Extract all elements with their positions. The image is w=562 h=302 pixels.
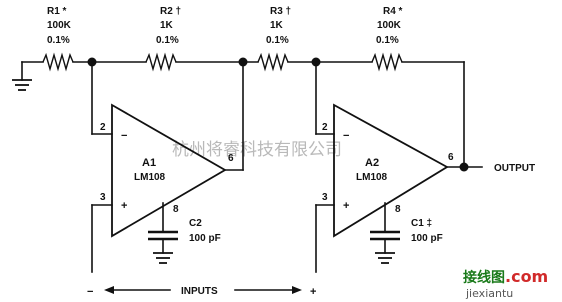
c2-value: 100 pF xyxy=(189,233,221,244)
c2-ref: C2 xyxy=(189,218,202,229)
input-plus-sign: + xyxy=(310,286,316,298)
r2-ref: R2 † xyxy=(160,6,181,17)
junction-output xyxy=(459,162,469,172)
r2-value: 1K xyxy=(160,20,174,31)
a2-sign-inverting: − xyxy=(343,130,349,142)
resistor-r1 xyxy=(42,52,74,72)
resistor-r2 xyxy=(145,52,177,72)
capacitor-c2 xyxy=(148,202,178,254)
a2-pin-comp: 8 xyxy=(395,204,401,215)
r3-ref: R3 † xyxy=(270,6,291,17)
inputs-label: INPUTS xyxy=(181,286,218,297)
a2-pin-output: 6 xyxy=(448,152,454,163)
resistor-r3 xyxy=(257,52,289,72)
a1-part: LM108 xyxy=(134,172,166,183)
r4-tolerance: 0.1% xyxy=(376,35,399,46)
inputs-arrow xyxy=(104,286,302,294)
r3-value: 1K xyxy=(270,20,284,31)
opamp-a2 xyxy=(333,103,449,238)
c1-value: 100 pF xyxy=(411,233,443,244)
a1-sign-inverting: − xyxy=(121,130,127,142)
input-minus-sign: − xyxy=(87,286,93,298)
a2-ref: A2 xyxy=(365,157,379,169)
r1-tolerance: 0.1% xyxy=(47,35,70,46)
r2-tolerance: 0.1% xyxy=(156,35,179,46)
opamp-a1 xyxy=(111,103,227,238)
a2-pin-noninverting: 3 xyxy=(322,192,328,203)
watermark-corner-cn: 接线图 xyxy=(463,269,505,286)
r1-ref: R1 * xyxy=(47,6,67,17)
a2-sign-noninverting: + xyxy=(343,200,349,212)
r3-tolerance: 0.1% xyxy=(266,35,289,46)
a1-ref: A1 xyxy=(142,157,156,169)
watermark-center: 杭州将睿科技有限公司 xyxy=(172,140,342,160)
ground-left xyxy=(12,61,44,91)
a2-pin-inverting: 2 xyxy=(322,122,328,133)
output-label: OUTPUT xyxy=(494,163,535,174)
ground-c2 xyxy=(153,252,173,264)
capacitor-c1 xyxy=(370,202,400,254)
a1-pin-inverting: 2 xyxy=(100,122,106,133)
a1-pin-noninverting: 3 xyxy=(100,192,106,203)
resistor-r4 xyxy=(371,52,403,72)
a1-pin-comp: 8 xyxy=(173,204,179,215)
c1-ref: C1 ‡ xyxy=(411,218,432,229)
a1-sign-noninverting: + xyxy=(121,200,127,212)
a1-pin-output: 6 xyxy=(228,153,234,164)
r4-ref: R4 * xyxy=(383,6,403,17)
r4-value: 100K xyxy=(377,20,402,31)
ground-c1 xyxy=(375,252,395,264)
watermark-corner-url: jiexiantu xyxy=(465,287,513,300)
r1-value: 100K xyxy=(47,20,72,31)
a2-part: LM108 xyxy=(356,172,388,183)
watermark-corner-com: .com xyxy=(505,267,548,286)
